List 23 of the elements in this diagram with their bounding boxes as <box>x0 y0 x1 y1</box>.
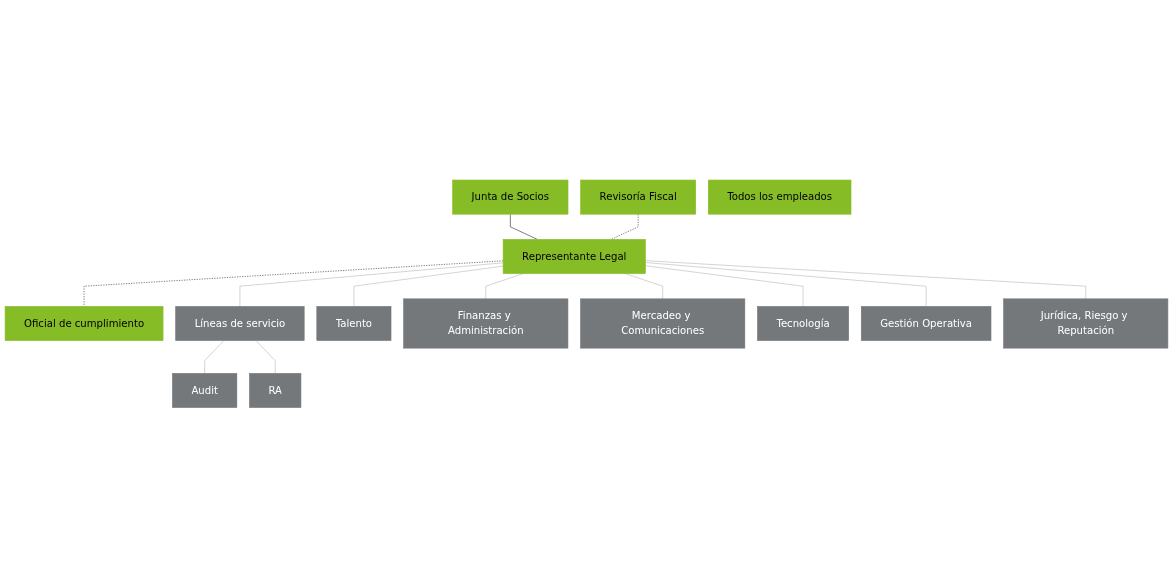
node-box: Líneas de servicio <box>175 306 305 342</box>
connector <box>510 214 538 240</box>
node-box: Revisoría Fiscal <box>580 179 696 215</box>
connector <box>204 340 225 374</box>
connector <box>353 266 504 307</box>
connector <box>83 260 504 307</box>
node-box: Gestión Operativa <box>860 306 992 342</box>
node-box: Mercadeo y Comunicaciones <box>580 298 746 349</box>
connector <box>255 340 276 374</box>
node-box: Jurídica, Riesgo y Reputación <box>1003 298 1169 349</box>
node-box: Finanzas y Administración <box>403 298 569 349</box>
node-box: Todos los empleados <box>708 179 852 215</box>
node-box: RA <box>249 373 302 409</box>
node-box: Representante Legal <box>502 239 646 275</box>
connector <box>239 262 504 307</box>
node-box: Tecnología <box>757 306 849 342</box>
node-box: Talento <box>316 306 392 342</box>
connector <box>645 265 804 307</box>
node-box: Oficial de cumplimiento <box>4 306 164 342</box>
node-box: Junta de Socios <box>452 179 569 215</box>
connector <box>645 260 1087 300</box>
node-box: Audit <box>172 373 238 409</box>
connector <box>645 262 927 307</box>
